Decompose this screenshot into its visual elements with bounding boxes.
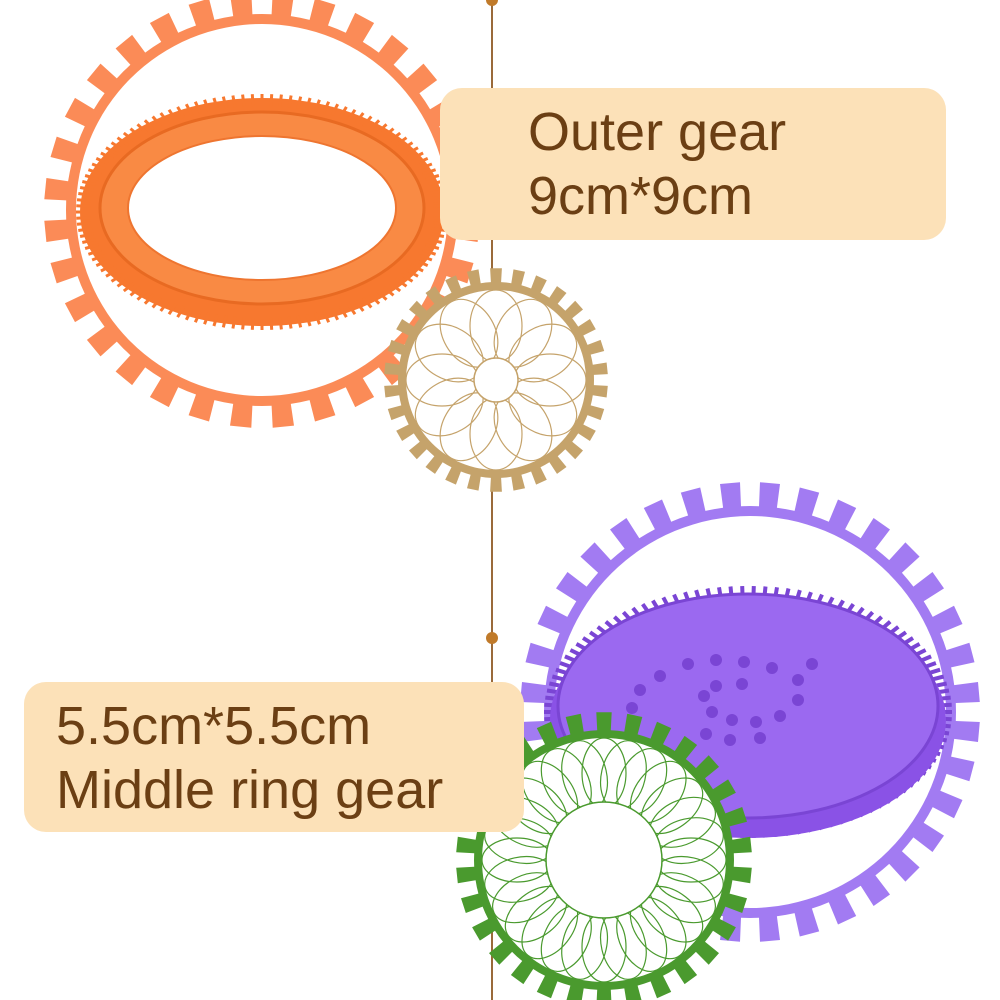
middle-ring-gear-label: 5.5cm*5.5cm Middle ring gear <box>24 682 524 832</box>
outer-gear-size: 9cm*9cm <box>528 166 754 226</box>
spirograph-gear-green-icon <box>456 712 752 1000</box>
spirograph-gear-tan-icon <box>384 268 608 492</box>
outer-gear-title: Outer gear <box>528 102 787 162</box>
outer-gear-ring-icon <box>76 94 448 330</box>
middle-ring-gear-size: 5.5cm*5.5cm <box>56 696 372 756</box>
timeline-dot-middle <box>486 632 498 644</box>
outer-gear-label: Outer gear 9cm*9cm <box>440 88 946 240</box>
timeline-dot-top <box>486 0 498 6</box>
middle-ring-gear-title: Middle ring gear <box>56 760 444 820</box>
